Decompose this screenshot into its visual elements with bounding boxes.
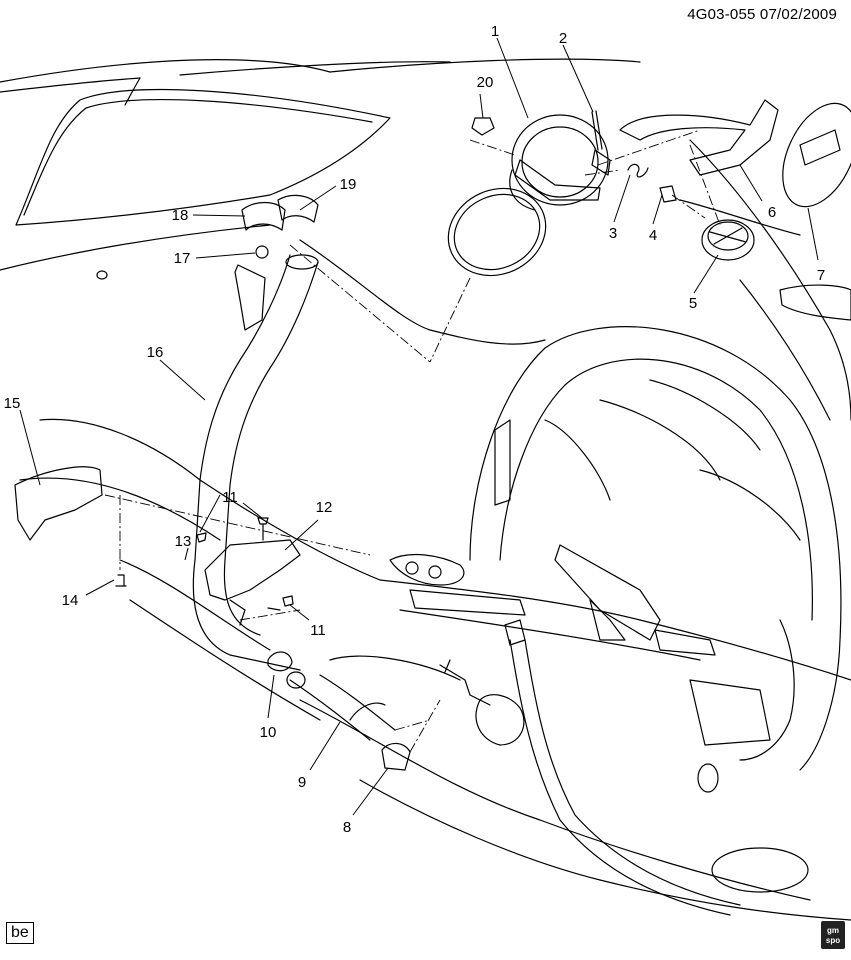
bumper xyxy=(659,185,677,203)
clamp-18 xyxy=(241,201,286,231)
leader-line xyxy=(267,674,275,719)
leader-line xyxy=(309,721,341,771)
callout-16: 16 xyxy=(147,344,164,361)
callout-9: 9 xyxy=(298,774,306,791)
callout-15: 15 xyxy=(4,395,21,412)
guide-line xyxy=(429,277,471,363)
leader-line xyxy=(562,44,594,113)
heat-shield-12 xyxy=(204,539,301,626)
leader-line xyxy=(289,604,310,621)
guide-line xyxy=(671,194,706,219)
leader-line xyxy=(496,37,529,119)
gm-spo-logo: gm spo xyxy=(821,921,845,949)
trim-piece xyxy=(779,284,851,321)
leader-line xyxy=(199,494,221,533)
fuel-door-rod xyxy=(591,110,603,151)
callout-8: 8 xyxy=(343,819,351,836)
leader-line xyxy=(195,252,256,259)
leader-line xyxy=(184,547,189,561)
callout-17: 17 xyxy=(174,250,191,267)
diagram-date: 07/02/2009 xyxy=(759,6,837,23)
nut-17 xyxy=(255,245,269,259)
fitting xyxy=(439,659,491,706)
guide-line xyxy=(104,494,371,556)
guide-line xyxy=(239,609,301,621)
screw-11 xyxy=(257,517,269,541)
fuel-door-housing xyxy=(509,114,611,211)
bolt-20 xyxy=(471,117,495,136)
leader-line xyxy=(159,359,206,401)
clamp-10 xyxy=(267,651,293,672)
callout-2: 2 xyxy=(559,30,567,47)
leader-line xyxy=(299,185,337,211)
leader-line xyxy=(807,207,819,261)
fitting-2 xyxy=(504,619,526,646)
guide-line xyxy=(394,719,431,731)
callout-5: 5 xyxy=(689,295,697,312)
leader-line xyxy=(652,194,663,225)
clip-8 xyxy=(381,742,411,771)
spring xyxy=(627,163,649,178)
guide-line xyxy=(584,169,621,176)
leader-line xyxy=(85,579,115,596)
callout-10: 10 xyxy=(260,724,277,741)
quarter-panel-outline xyxy=(299,139,851,421)
seal-ring xyxy=(447,187,547,277)
floor-pan xyxy=(19,418,851,921)
callout-19: 19 xyxy=(340,176,357,193)
callout-11-upper: 11 xyxy=(222,489,238,506)
leader-line xyxy=(284,519,319,551)
leader-line xyxy=(242,502,263,519)
callout-7: 7 xyxy=(817,267,825,284)
callout-1: 1 xyxy=(491,23,499,40)
clamp-19 xyxy=(277,194,319,223)
callout-11-lower: 11 xyxy=(310,622,326,639)
leader-line xyxy=(479,93,484,119)
guide-line xyxy=(469,139,516,156)
rear-window-outline xyxy=(0,58,641,280)
diagram-code: 4G03-055 xyxy=(687,6,756,23)
callout-18: 18 xyxy=(172,207,189,224)
callout-3: 3 xyxy=(609,225,617,242)
leader-line xyxy=(739,164,763,202)
filler-bracket xyxy=(234,264,266,331)
diagram-header: 4G03-055 07/02/2009 xyxy=(687,6,837,23)
logo-top-text: gm xyxy=(827,926,839,935)
callout-12: 12 xyxy=(316,499,333,516)
logo-bottom-text: spo xyxy=(825,936,841,945)
guide-line xyxy=(689,144,721,226)
callout-14: 14 xyxy=(62,592,79,609)
callout-13: 13 xyxy=(175,533,192,550)
leader-line xyxy=(192,214,246,217)
callout-6: 6 xyxy=(768,204,776,221)
fuel-cap xyxy=(701,219,755,261)
callout-20: 20 xyxy=(477,74,494,91)
callout-4: 4 xyxy=(649,227,657,244)
leader-line xyxy=(19,409,41,486)
heat-shield-15 xyxy=(14,466,103,541)
guide-line xyxy=(289,244,431,363)
screw-13 xyxy=(196,532,207,543)
leader-line xyxy=(693,254,719,294)
fuel-door-hinge xyxy=(619,99,779,176)
variant-badge: be xyxy=(6,922,34,944)
leader-line xyxy=(613,174,631,223)
fuel-filler-pipe xyxy=(192,254,319,671)
leader-line xyxy=(352,767,389,816)
screw-11b xyxy=(267,595,294,611)
fuel-door xyxy=(782,102,851,208)
hose-9 xyxy=(286,671,396,741)
wheelhouse xyxy=(469,326,842,771)
guide-line xyxy=(409,699,441,753)
bolt-14 xyxy=(115,574,127,587)
